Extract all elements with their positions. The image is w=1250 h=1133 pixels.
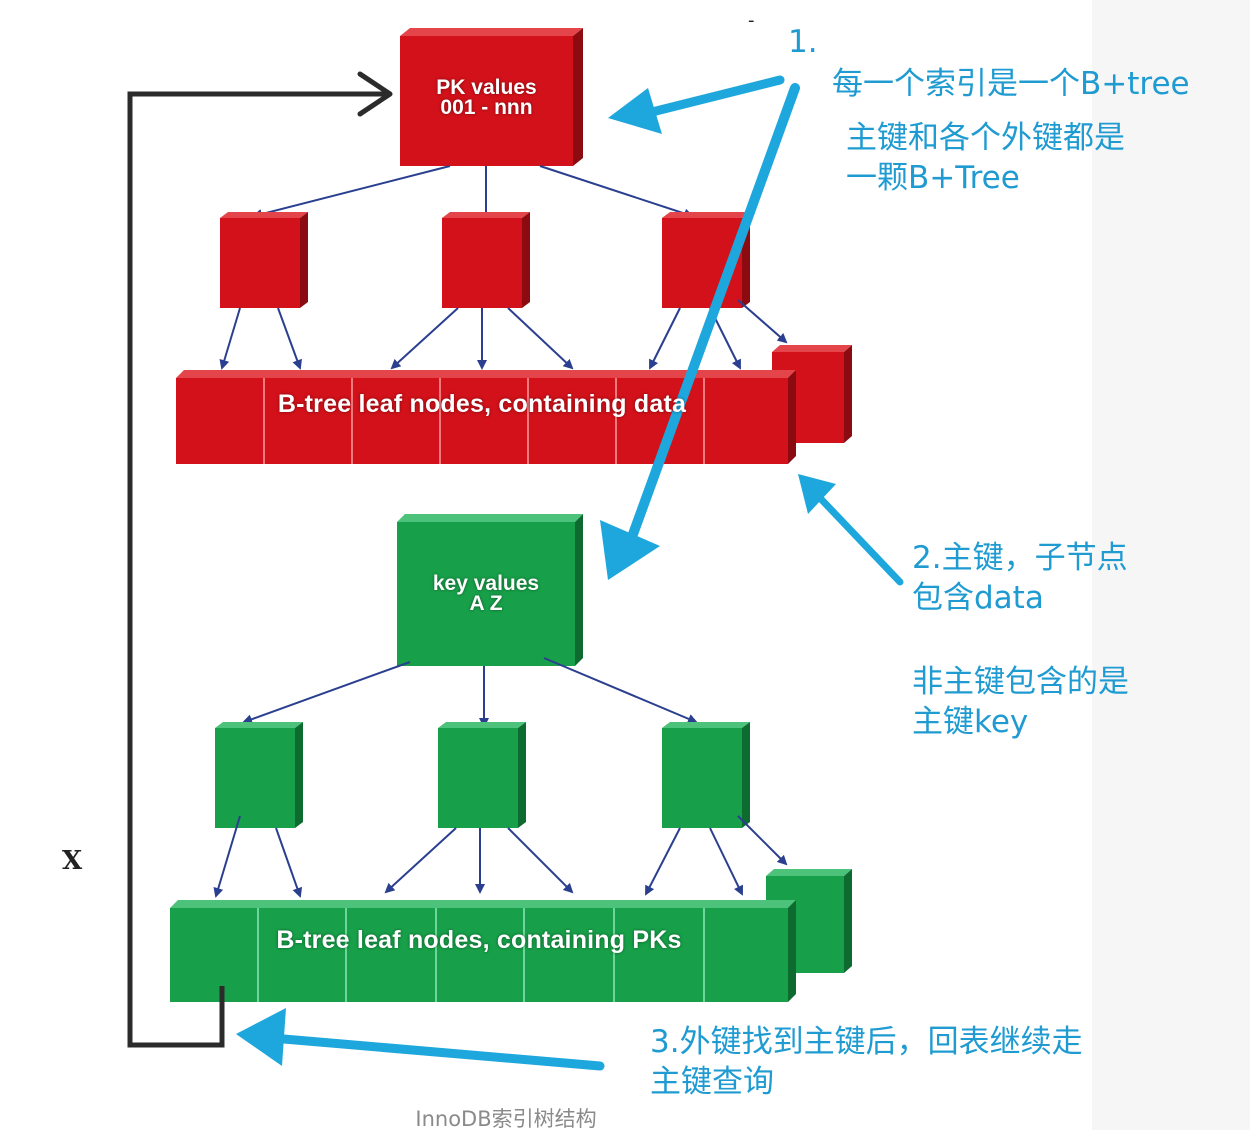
pk-internal-node bbox=[220, 212, 308, 308]
lookup-back-connector bbox=[127, 71, 393, 1048]
tree-arrow bbox=[649, 307, 681, 370]
tree-arrow bbox=[213, 815, 241, 898]
tree-arrow bbox=[219, 307, 241, 370]
annotation-arrowhead bbox=[608, 88, 662, 134]
tree-arrow bbox=[507, 827, 574, 894]
annotation-arrow bbox=[267, 1033, 605, 1071]
tree-arrow bbox=[737, 815, 788, 866]
pk-leaf-label: B-tree leaf nodes, containing data bbox=[277, 390, 687, 418]
key-internal-node bbox=[438, 722, 526, 828]
annotation-2b-line2: 主键key bbox=[912, 704, 1029, 740]
annotation-1-number: 1. bbox=[788, 24, 818, 60]
annotation-1b-line2: 一颗B+Tree bbox=[846, 160, 1020, 196]
tree-arrow bbox=[709, 827, 744, 896]
annotation-arrow bbox=[623, 83, 800, 553]
annotation-1: 1. 每一个索引是一个B+tree bbox=[788, 22, 1190, 104]
annotation-2-line1: 2.主键，子节点 bbox=[912, 540, 1128, 576]
key-internal-node bbox=[662, 722, 750, 828]
pk-root-node bbox=[400, 28, 583, 166]
tree-arrow bbox=[737, 299, 788, 344]
annotation-2-line2: 包含data bbox=[912, 580, 1044, 616]
innodb-index-diagram bbox=[127, 28, 904, 1071]
key-root-label-line2: A Z bbox=[469, 592, 503, 615]
secondary-key-tree bbox=[170, 514, 852, 1002]
tree-arrow bbox=[275, 827, 303, 898]
tree-arrow bbox=[242, 661, 411, 724]
annotation-2: 2.主键，子节点 包含data bbox=[912, 538, 1128, 618]
annotation-arrow bbox=[816, 494, 904, 586]
tree-arrow bbox=[252, 165, 451, 219]
tree-arrow bbox=[645, 827, 681, 896]
annotation-3-line2: 主键查询 bbox=[650, 1064, 774, 1100]
annotation-arrow bbox=[631, 75, 785, 121]
key-internal-node bbox=[215, 722, 303, 828]
pk-root-label: PK values 001 - nnn bbox=[400, 76, 573, 119]
annotation-arrowhead bbox=[600, 520, 660, 580]
tree-arrow bbox=[539, 165, 694, 219]
annotation-1-text: 每一个索引是一个B+tree bbox=[832, 66, 1190, 102]
annotation-arrows bbox=[236, 75, 904, 1071]
annotation-3: 3.外键找到主键后，回表继续走 主键查询 bbox=[650, 1022, 1083, 1102]
tree-arrow bbox=[543, 657, 698, 724]
key-leaf-row bbox=[170, 900, 796, 1002]
pk-root-label-line1: PK values bbox=[436, 76, 537, 99]
key-leaf-label: B-tree leaf nodes, containing PKs bbox=[276, 926, 682, 954]
x-label: X bbox=[62, 846, 83, 876]
pk-internal-node bbox=[442, 212, 530, 308]
tree-arrow bbox=[390, 307, 459, 370]
key-root-label-line1: key values bbox=[432, 572, 540, 595]
annotation-1b-line1: 主键和各个外键都是 bbox=[846, 120, 1125, 156]
tree-arrow bbox=[277, 307, 302, 370]
annotation-3-line1: 3.外键找到主键后，回表继续走 bbox=[650, 1024, 1083, 1060]
key-root-label: key values A Z bbox=[397, 572, 575, 615]
key-root-node bbox=[397, 514, 583, 666]
annotation-1b: 主键和各个外键都是 一颗B+Tree bbox=[846, 118, 1125, 198]
annotation-arrowhead bbox=[798, 474, 836, 514]
annotation-2b: 非主键包含的是 主键key bbox=[912, 662, 1129, 742]
side-gutter bbox=[1092, 0, 1250, 1130]
tree-arrow bbox=[507, 307, 574, 370]
annotation-2b-line1: 非主键包含的是 bbox=[912, 664, 1129, 700]
figure-caption: InnoDB索引树结构 bbox=[415, 1107, 597, 1131]
tree-arrow bbox=[384, 827, 457, 894]
primary-key-tree bbox=[176, 28, 852, 464]
stray-mark: - bbox=[748, 10, 755, 31]
annotation-arrowhead bbox=[236, 1008, 286, 1066]
pk-root-label-line2: 001 - nnn bbox=[440, 96, 533, 119]
